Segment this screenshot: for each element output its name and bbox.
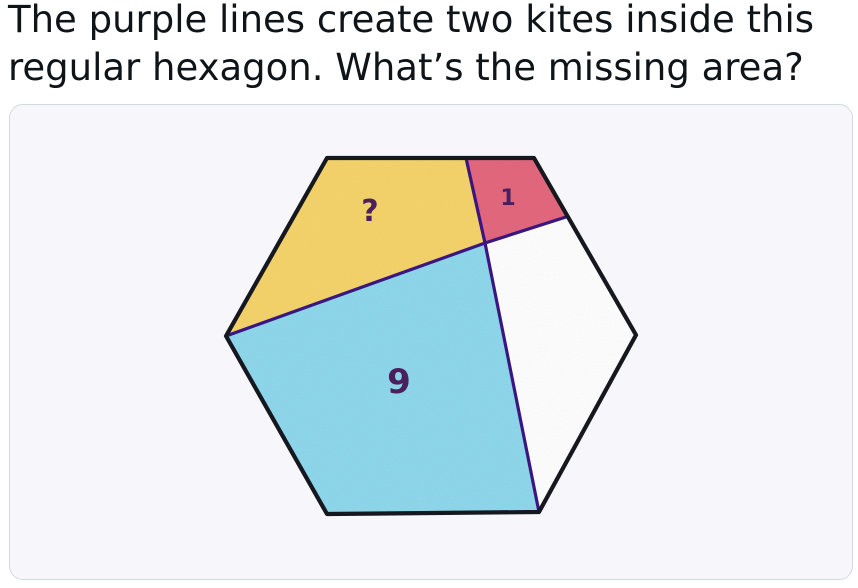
purple-line-top <box>464 156 487 245</box>
hexagon-outline <box>223 155 639 517</box>
unknown-area-label: ? <box>361 194 378 229</box>
small-kite-area-label: 1 <box>500 186 515 211</box>
white-region <box>485 217 636 512</box>
yellow-kite-region <box>226 158 485 336</box>
purple-line-bottom <box>483 241 541 514</box>
purple-line-right <box>483 215 568 245</box>
blue-kite-region <box>226 243 539 514</box>
hexagon-puzzle-photo[interactable]: ? 1 9 <box>9 104 853 580</box>
purple-lines <box>224 156 568 514</box>
large-kite-area-label: 9 <box>387 362 411 402</box>
red-kite-region <box>466 158 566 243</box>
post-text: The purple lines create two kites inside… <box>8 0 815 89</box>
purple-line-left <box>224 241 487 338</box>
hexagon-drawing: ? 1 9 <box>10 105 852 579</box>
